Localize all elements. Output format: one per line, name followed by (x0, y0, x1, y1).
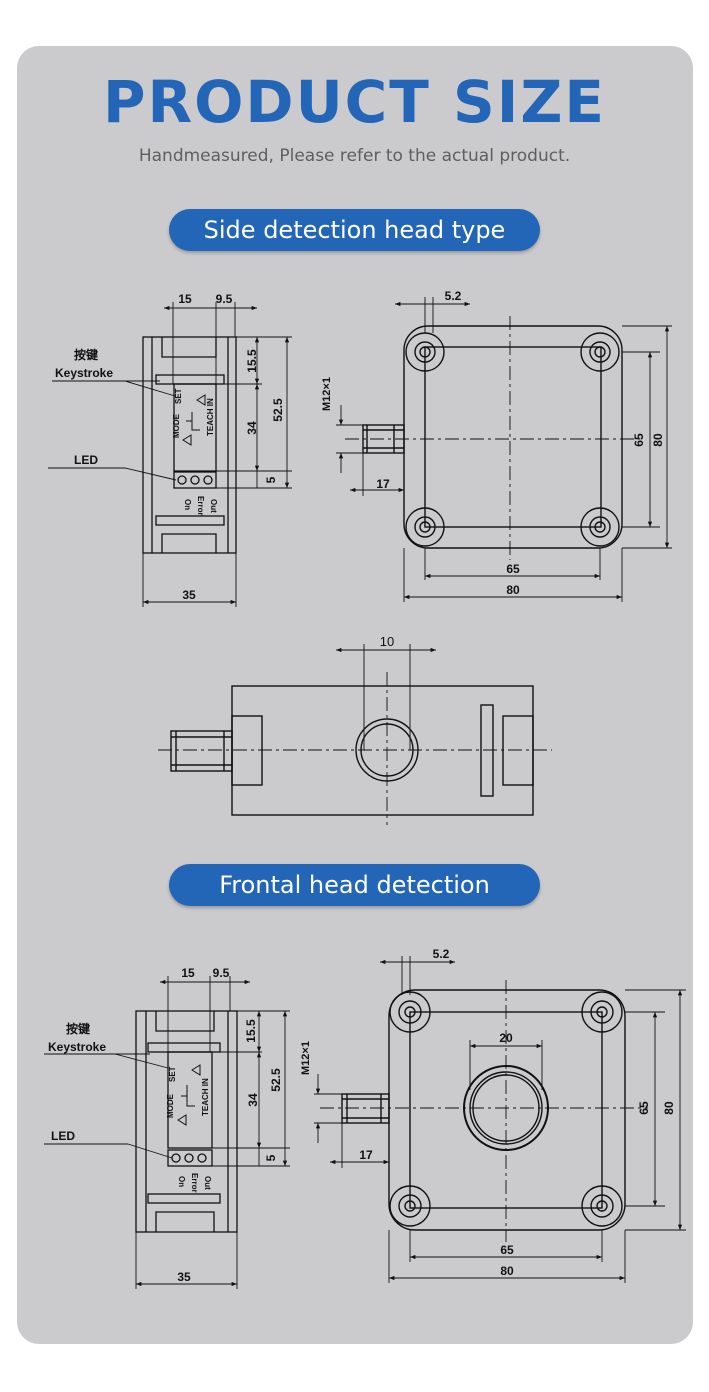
side-view-labels-2: MODE SET TEACH IN On Error Out (166, 1066, 212, 1192)
thread-label: M12×1 (321, 377, 333, 411)
dim-34: 34 (246, 1093, 260, 1107)
dim-15-5: 15.5 (244, 1019, 258, 1043)
dim-65-horizontal: 65 (500, 1243, 514, 1257)
side-view-dimension-text-1: 15 9.5 15.5 34 52.5 5 35 按键 Keystroke LE… (55, 292, 285, 602)
teach-in-label: TEACH IN (201, 1078, 210, 1116)
keystroke-label: Keystroke (55, 366, 113, 380)
content-card (17, 46, 693, 1344)
dim-15: 15 (178, 292, 192, 306)
dim-17: 17 (376, 477, 390, 491)
keystroke-label: Keystroke (48, 1040, 106, 1054)
dim-5-2: 5.2 (433, 947, 450, 961)
side-view-dimensions-1 (48, 302, 292, 607)
thread-label: M12×1 (300, 1041, 312, 1075)
top-view-dimensions-1 (336, 297, 672, 602)
dim-20: 20 (499, 1031, 513, 1045)
mode-label: MODE (166, 1093, 175, 1118)
led-error-label: Error (190, 1173, 199, 1193)
dim-34: 34 (245, 421, 259, 435)
led-label: LED (51, 1129, 75, 1143)
led-label: LED (74, 453, 98, 467)
top-view-dimension-text-1: 5.2 65 80 M12×1 17 65 80 (321, 289, 665, 597)
section-title-frontal-detection: Frontal head detection (169, 864, 540, 906)
front-view-dimensions (336, 644, 436, 750)
dim-15-5: 15.5 (245, 349, 259, 373)
dim-80-vertical: 80 (651, 433, 665, 447)
dim-80-horizontal: 80 (500, 1264, 514, 1278)
dim-35: 35 (177, 1270, 191, 1284)
top-view-centerlines-2 (320, 980, 648, 1242)
keystroke-cn-label: 按键 (66, 1021, 90, 1036)
led-out-label: Out (209, 499, 218, 513)
led-on-label: On (183, 499, 192, 510)
top-view-dimension-text-2: 5.2 20 65 80 M12×1 17 65 80 (300, 947, 676, 1278)
section-title-side-detection: Side detection head type (169, 209, 540, 251)
dim-5: 5 (264, 1154, 278, 1161)
dim-80-vertical: 80 (662, 1101, 676, 1115)
dim-65-vertical: 65 (637, 1101, 651, 1115)
dim-9-5: 9.5 (213, 966, 230, 980)
dim-5-2: 5.2 (445, 289, 462, 303)
dim-65-horizontal: 65 (506, 562, 520, 576)
top-view-dimensions-2 (314, 956, 686, 1283)
mode-label: MODE (172, 413, 181, 438)
led-error-label: Error (196, 496, 205, 516)
front-view-drawing (170, 685, 534, 816)
dim-5: 5 (264, 476, 278, 483)
front-view-centerlines (158, 672, 552, 825)
side-view-drawing-2 (135, 1010, 238, 1233)
side-view-drawing-1 (142, 336, 237, 554)
side-view-labels-1: MODE SET TEACH IN On Error Out (172, 388, 218, 515)
page-title: PRODUCT SIZE (102, 68, 607, 136)
dim-10: 10 (380, 634, 394, 649)
top-view-centerlines-1 (345, 316, 640, 560)
top-view-drawing-1 (362, 325, 623, 549)
dim-35: 35 (182, 588, 196, 602)
led-out-label: Out (203, 1176, 212, 1190)
dim-52-5: 52.5 (269, 1068, 283, 1092)
dim-9-5: 9.5 (216, 292, 233, 306)
side-view-dimensions-2 (44, 976, 290, 1289)
keystroke-cn-label: 按键 (74, 347, 98, 362)
dim-52-5: 52.5 (271, 398, 285, 422)
dim-17: 17 (359, 1148, 373, 1162)
dim-65-vertical: 65 (632, 433, 646, 447)
led-on-label: On (177, 1176, 186, 1187)
dim-80-horizontal: 80 (506, 583, 520, 597)
side-view-dimension-text-2: 15 9.5 15.5 34 52.5 5 35 按键 Keystroke LE… (48, 966, 283, 1284)
teach-in-label: TEACH IN (206, 398, 215, 436)
dim-15: 15 (181, 966, 195, 980)
page-subtitle: Handmeasured, Please refer to the actual… (138, 146, 571, 166)
set-label: SET (174, 388, 183, 404)
set-label: SET (168, 1066, 177, 1082)
top-view-drawing-2 (341, 989, 626, 1231)
